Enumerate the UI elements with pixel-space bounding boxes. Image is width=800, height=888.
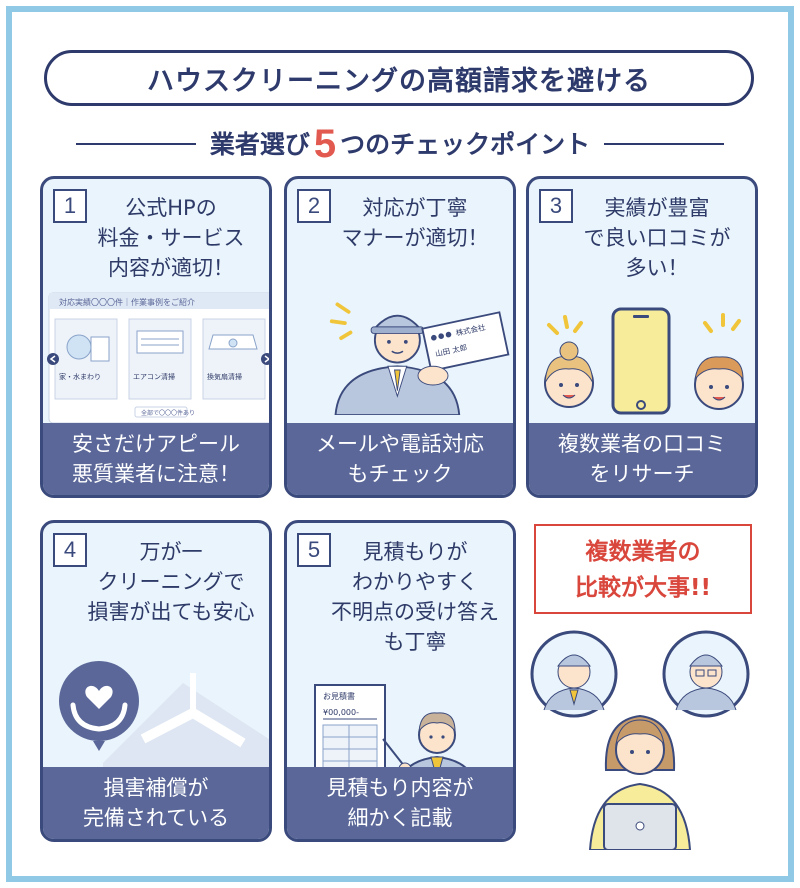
card-heading: 対応が丁寧 マナーが適切！: [341, 196, 489, 250]
checkpoint-card-4: 4 万が一 クリーニングで 損害が出ても安心 損害補償が 完備されている: [40, 520, 272, 842]
business-card: 株式会社 山田 太郎: [421, 311, 510, 372]
card-heading: 公式HPの 料金・サービス 内容が適切！: [97, 196, 245, 280]
card-number: 2: [297, 189, 331, 223]
estimate-document: お見積書 ¥00,000-: [314, 684, 386, 782]
subtitle-number: 5: [313, 121, 337, 166]
subtitle-left-line: [75, 143, 196, 145]
pointer-icon: [382, 738, 406, 768]
carousel-next-icon: [261, 353, 269, 365]
svg-text:家・水まわり: 家・水まわり: [59, 372, 101, 381]
subtitle-right-line: [604, 143, 725, 145]
card-heading: 万が一 クリーニングで 損害が出ても安心: [87, 540, 255, 624]
page-title-text: ハウスクリーニングの高額請求を避ける: [147, 65, 651, 97]
svg-text:お見積書: お見積書: [323, 691, 355, 701]
svg-text:全部で〇〇〇件あり: 全部で〇〇〇件あり: [141, 409, 195, 417]
checkpoint-card-1: 1 公式HPの 料金・サービス 内容が適切！ 対応実績〇〇〇件｜作業事例をご紹介…: [40, 176, 272, 498]
comparison-illustration: [530, 630, 750, 850]
card-heading: 見積もりが わかりやすく 不明点の受け答え も丁寧: [331, 540, 499, 654]
woman-face-icon: [544, 341, 594, 408]
checkpoint-card-3: 3 実績が豊富 で良い口コミが 多い！ 複数業者の口コミ をリサーチ: [526, 176, 758, 498]
worker-avatar-1: [530, 630, 618, 718]
card-footer: 複数業者の口コミ をリサーチ: [529, 423, 755, 495]
worker-avatar-2: [662, 630, 750, 718]
svg-text:¥00,000-: ¥00,000-: [323, 708, 359, 717]
insurance-illustration: [59, 661, 269, 773]
card-number: 1: [53, 189, 87, 223]
page-title: ハウスクリーニングの高額請求を避ける: [44, 50, 754, 106]
svg-text:換気扇清掃: 換気扇清掃: [207, 372, 242, 381]
man-face-icon: [694, 356, 744, 410]
card-number: 4: [53, 533, 87, 567]
mock-item-3: 換気扇清掃: [202, 318, 266, 400]
svg-text:エアコン清掃: エアコン清掃: [133, 372, 175, 381]
mock-item-1: 家・水まわり: [54, 318, 118, 400]
emphasis-marks-icon: [329, 302, 353, 340]
card-footer: 安さだけアピール 悪質業者に注意！: [43, 423, 269, 495]
smartphone-icon: [611, 307, 671, 415]
card-footer: 損害補償が 完備されている: [43, 767, 269, 839]
carousel-prev-icon: [47, 353, 59, 365]
mock-banner: 対応実績〇〇〇件｜作業事例をご紹介: [59, 297, 195, 307]
card-number: 3: [539, 189, 573, 223]
heart-icon: [85, 685, 113, 709]
website-mockup-illustration: 対応実績〇〇〇件｜作業事例をご紹介 家・水まわり エアコン清掃 換気扇清掃 全部…: [47, 292, 269, 424]
mock-item-2: エアコン清掃: [128, 318, 192, 400]
checkpoint-card-2: 2 対応が丁寧 マナーが適切！ 株式会社 山田 太郎 メールや電話対応 もチ: [284, 176, 516, 498]
card-footer: メールや電話対応 もチェック: [287, 423, 513, 495]
polite-worker-illustration: 株式会社 山田 太郎: [329, 302, 510, 415]
card-number: 5: [297, 533, 331, 567]
checkpoint-card-5: 5 見積もりが わかりやすく 不明点の受け答え も丁寧 お見積書 ¥00,000…: [284, 520, 516, 842]
woman-with-laptop: [588, 714, 692, 850]
reviews-illustration: [544, 307, 744, 415]
subtitle-suffix: つのチェックポイント: [340, 129, 591, 159]
card-footer: 見積もり内容が 細かく記載: [287, 767, 513, 839]
subtitle-prefix: 業者選び: [209, 129, 310, 159]
card-heading: 実績が豊富 で良い口コミが 多い！: [583, 196, 731, 280]
hands-icon: [70, 702, 128, 732]
comparison-note: 複数業者の 比較が大事!!: [534, 524, 752, 614]
